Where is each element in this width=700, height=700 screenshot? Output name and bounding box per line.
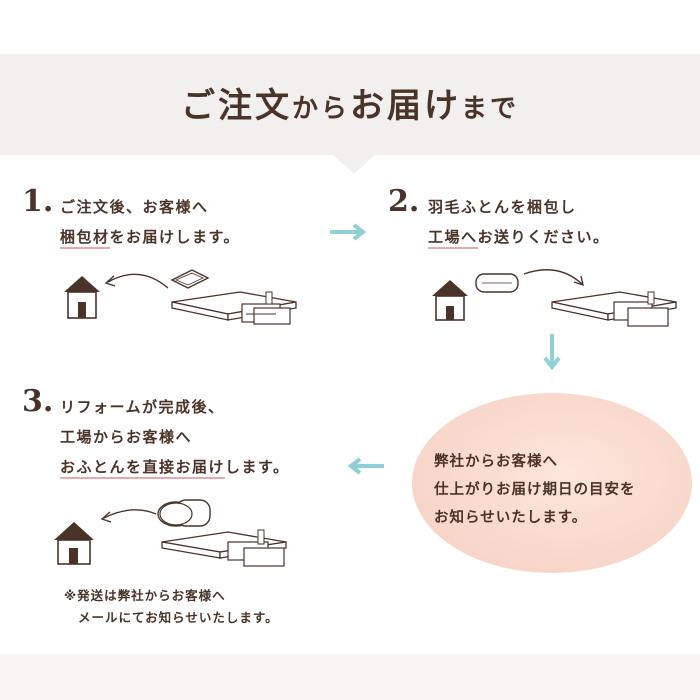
house-icon: [64, 276, 100, 319]
step-1-number: 1.: [22, 184, 54, 219]
notice-line3: お知らせいたします。: [434, 510, 588, 526]
header-band: [0, 54, 700, 155]
step-2-line1: 羽毛ふとんを梱包し: [428, 198, 577, 216]
notice-line1: 弊社からお客様へ: [434, 454, 558, 470]
arrow-down-icon: [543, 334, 561, 371]
step-2-number: 2.: [388, 184, 420, 219]
curve-arrow-icon: [107, 273, 169, 289]
notice-text: 弊社からお客様へ 仕上がりお届け期日の目安を お知らせいたします。: [434, 448, 636, 532]
step-1-illustration: [64, 269, 297, 325]
futon-bundle-icon: [157, 499, 211, 527]
step-3-line1: リフォームが完成後、: [60, 398, 225, 416]
step-3-number: 3.: [22, 384, 54, 419]
step-3-highlight: おふとんを直接お届け: [60, 458, 226, 479]
page-title: ご注文からお届けまで: [0, 78, 700, 127]
title-part: お届け: [350, 86, 461, 126]
factory-icon: [161, 529, 287, 567]
header-notch: [332, 154, 376, 174]
factory-icon: [171, 291, 297, 325]
step-1-line2-rest: をお届けします。: [109, 228, 241, 246]
step-2-line2-rest: お送りください。: [477, 228, 610, 246]
step-3-illustration: [54, 499, 287, 567]
step-3-line3: おふとんを直接お届けします。: [60, 452, 290, 482]
step-2-line2: 工場へお送りください。: [428, 222, 610, 252]
notice-line2: 仕上がりお届け期日の目安を: [434, 482, 636, 498]
step-2-highlight: 工場へ: [428, 228, 478, 249]
title-part: ご注文: [180, 86, 292, 126]
title-part: まで: [461, 94, 520, 124]
footnote: ※発送は弊社からお客様へ メールにてお知らせいたします。: [64, 585, 279, 629]
step-3-line3-rest: します。: [225, 458, 290, 476]
futon-package-icon: [475, 273, 519, 293]
notice-bubble: [412, 393, 692, 573]
factory-icon: [551, 291, 677, 327]
step-1-text: ご注文後、お客様へ 梱包材をお届けします。: [60, 192, 240, 252]
step-2-text: 羽毛ふとんを梱包し 工場へお送りください。: [428, 192, 610, 252]
step-1-line2: 梱包材をお届けします。: [60, 222, 240, 252]
footnote-line1: ※発送は弊社からお客様へ: [64, 588, 226, 603]
step-3-line2: 工場からお客様へ: [60, 428, 193, 446]
curve-arrow-icon: [523, 269, 583, 285]
curve-arrow-icon: [103, 509, 157, 519]
step-1-highlight: 梱包材: [60, 228, 110, 249]
packing-box-icon: [170, 269, 210, 289]
house-icon: [432, 280, 468, 321]
arrow-right-icon: [330, 223, 367, 241]
footer-band: [0, 654, 700, 700]
step-1-line1: ご注文後、お客様へ: [60, 198, 209, 216]
step-2-illustration: [432, 269, 677, 327]
footnote-line2: メールにてお知らせいたします。: [78, 610, 279, 625]
title-part: から: [291, 94, 350, 124]
step-3-text: リフォームが完成後、 工場からお客様へ おふとんを直接お届けします。: [60, 392, 290, 482]
house-icon: [54, 522, 94, 565]
arrow-left-icon: [347, 457, 384, 475]
